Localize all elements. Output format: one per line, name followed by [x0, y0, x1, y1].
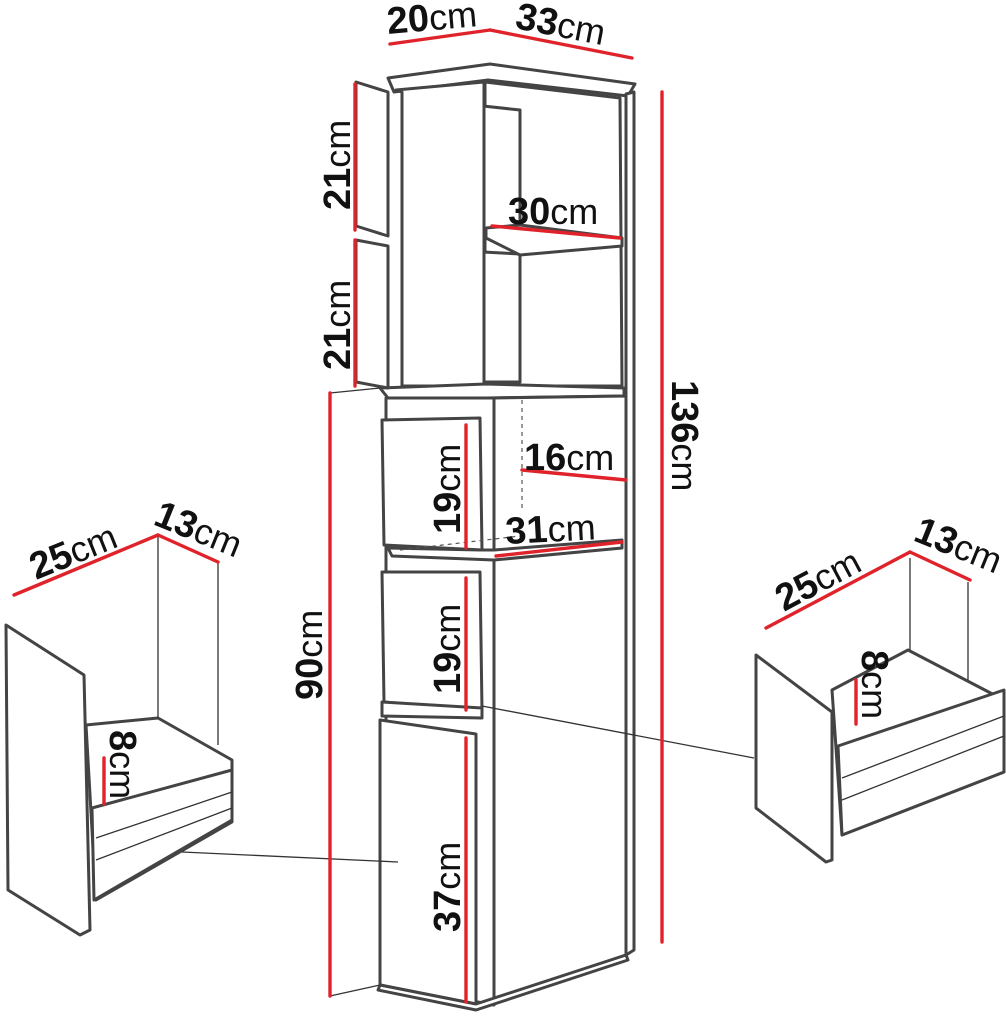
- drawer-left-front-panel: [4, 623, 92, 937]
- dim-line-upper-shelf-width: [490, 224, 622, 240]
- label-right-drawer-width: 25cm: [769, 540, 868, 619]
- drawer-2-ledge: [380, 700, 484, 720]
- label-drawer-2-height: 19cm: [427, 604, 469, 694]
- upper-shelf: [484, 223, 624, 257]
- label-open-shelf-depth: 16cm: [524, 437, 614, 479]
- open-shelf: [386, 538, 624, 562]
- label-top-depth: 20cm: [385, 0, 479, 43]
- drawer-right-inner-edge: [841, 715, 1005, 779]
- drawer-right-guide-line: [481, 705, 755, 759]
- label-total-height: 136cm: [663, 380, 705, 491]
- label-left-drawer-depth: 13cm: [149, 493, 248, 566]
- drawer-right-detail: [481, 558, 1006, 864]
- label-top-width: 33cm: [512, 0, 609, 54]
- label-upper-shelf-width: 30cm: [508, 191, 598, 233]
- upper-left-column: [394, 80, 486, 388]
- dim-line-open-shelf-width: [494, 540, 624, 558]
- lower-front-panel: [354, 238, 390, 390]
- label-bottom-door-height: 37cm: [427, 842, 469, 932]
- label-left-drawer-height: 8cm: [101, 730, 143, 799]
- drawer-right-front-panel: [754, 653, 834, 864]
- dim-line-left-drawer-depth: [156, 533, 220, 564]
- label-right-drawer-depth: 13cm: [909, 509, 1006, 582]
- dimension-guide-line: [329, 387, 381, 394]
- label-base-height: 90cm: [289, 610, 331, 700]
- dim-line-top-depth: [388, 28, 492, 46]
- label-right-drawer-height: 8cm: [853, 650, 895, 719]
- dimension-lines: [12, 28, 972, 1004]
- label-left-drawer-width: 25cm: [24, 516, 123, 589]
- label-upper-front-panel: 21cm: [317, 120, 359, 210]
- drawer-left-guide-line: [181, 851, 399, 863]
- dim-line-left-drawer-width: [12, 533, 160, 597]
- lower-cabinet-body: [492, 394, 628, 1002]
- cabinet-plinth: [376, 953, 630, 1012]
- drawer-left-detail: [4, 535, 399, 937]
- drawer-left-inner-edge: [95, 807, 233, 861]
- dim-line-open-shelf-depth: [520, 468, 628, 482]
- dim-line-top-width: [488, 28, 634, 60]
- dimension-guide-line: [329, 984, 381, 997]
- label-drawer-1-height: 19cm: [427, 444, 469, 534]
- label-lower-front-panel: 21cm: [317, 280, 359, 370]
- drawer-right-bottom-rail: [836, 688, 1006, 837]
- lower-open-compartment: [481, 250, 522, 384]
- dim-line-right-drawer-depth: [908, 550, 972, 582]
- dim-line-right-drawer-width: [764, 550, 912, 630]
- drawer-right-inner-edge: [841, 735, 1005, 801]
- label-open-shelf-width: 31cm: [504, 506, 596, 553]
- drawer-left-inner-edge: [95, 791, 233, 839]
- upper-front-panel: [354, 80, 390, 238]
